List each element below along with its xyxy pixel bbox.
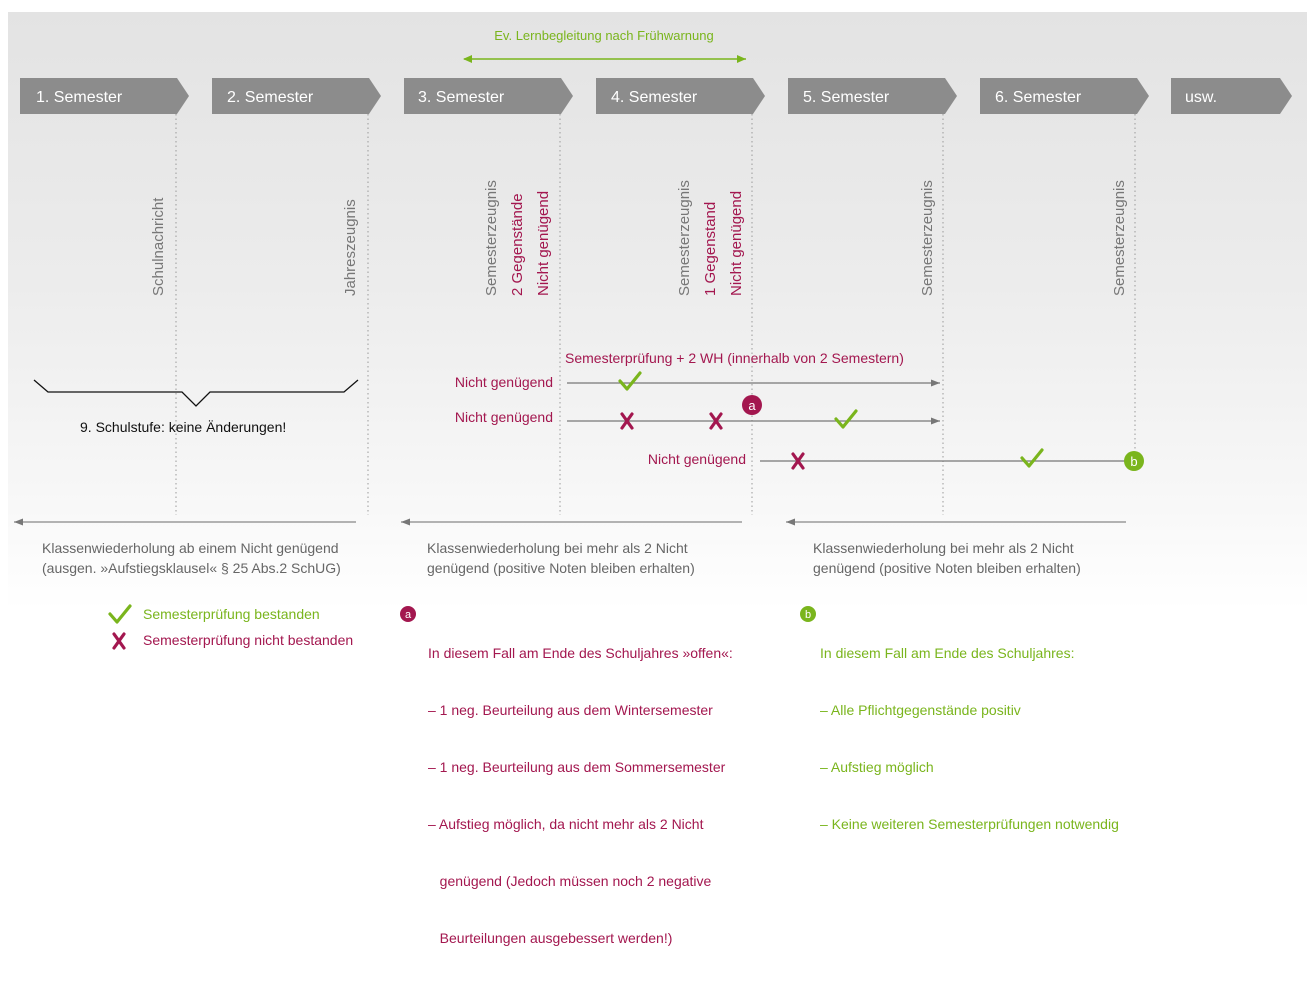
note-a-item: – 1 neg. Beurteilung aus dem Sommersemes… xyxy=(428,759,726,775)
semester-box-4: 4. Semester xyxy=(596,78,765,114)
semester-box-1: 1. Semester xyxy=(20,78,189,114)
cross-icon xyxy=(791,452,805,470)
semester-box-3: 3. Semester xyxy=(404,78,573,114)
semester-divider-lines xyxy=(175,114,1136,515)
legend-nicht-bestanden: Semesterprüfung nicht bestanden xyxy=(143,632,354,648)
note-b-item: – Alle Pflichtgegenstände positiv xyxy=(820,702,1021,718)
marker-b: b xyxy=(1124,451,1144,471)
semester-label: 2. Semester xyxy=(227,89,314,106)
semester-label: 1. Semester xyxy=(36,89,123,106)
sem5-zeugnis-label: Semesterzeugnis xyxy=(919,180,936,296)
schulnachricht-label: Schulnachricht xyxy=(150,197,167,296)
note-a-title: In diesem Fall am Ende des Schuljahres »… xyxy=(428,645,733,661)
kw-left-line2: (ausgen. »Aufstiegsklausel« § 25 Abs.2 S… xyxy=(42,560,341,576)
diagram-canvas: Ev. Lernbegleitung nach Frühwarnung 1. S… xyxy=(14,28,1292,650)
note-a-marker: a xyxy=(400,606,416,622)
sem4-gegenstand-label: 1 Gegenstand xyxy=(702,202,719,296)
sem3-gegenstaende-label: 2 Gegenstände xyxy=(509,193,526,296)
note-b-item: – Keine weiteren Semesterprüfungen notwe… xyxy=(820,816,1119,832)
kw-right-line2: genügend (positive Noten bleiben erhalte… xyxy=(813,560,1081,576)
semester-label: 6. Semester xyxy=(995,89,1082,106)
semester-box-5: 5. Semester xyxy=(788,78,957,114)
semester-box-usw: usw. xyxy=(1171,78,1292,114)
marker-a-letter: a xyxy=(748,398,756,413)
kw-left-text: Klassenwiederholung ab einem Nicht genüg… xyxy=(42,538,341,578)
cross-icon xyxy=(620,412,634,430)
semester-box-2: 2. Semester xyxy=(212,78,381,114)
kw-mid-line2: genügend (positive Noten bleiben erhalte… xyxy=(427,560,695,576)
marker-b-letter: b xyxy=(1130,454,1137,469)
semester-box-6: 6. Semester xyxy=(980,78,1149,114)
note-b-marker-letter: b xyxy=(805,609,811,621)
semester-label: 4. Semester xyxy=(611,89,698,106)
legend-cross-icon xyxy=(112,632,126,650)
note-a-marker-letter: a xyxy=(405,609,412,621)
check-icon xyxy=(618,371,642,391)
kw-right-text: Klassenwiederholung bei mehr als 2 Nicht… xyxy=(813,538,1081,578)
sem3-nicht-genuegend-label: Nicht genügend xyxy=(535,191,552,296)
sem4-zeugnis-label: Semesterzeugnis xyxy=(676,180,693,296)
kw-mid-line1: Klassenwiederholung bei mehr als 2 Nicht xyxy=(427,540,688,556)
note-b: In diesem Fall am Ende des Schuljahres: … xyxy=(820,606,1119,872)
note-a: In diesem Fall am Ende des Schuljahres »… xyxy=(428,606,733,986)
sem6-zeugnis-label: Semesterzeugnis xyxy=(1111,180,1128,296)
legend-bestanden: Semesterprüfung bestanden xyxy=(143,606,320,622)
note-a-item: Beurteilungen ausgebessert werden!) xyxy=(428,930,673,946)
cross-icon xyxy=(709,412,723,430)
note-b-item: – Aufstieg möglich xyxy=(820,759,934,775)
schulstufe-note: 9. Schulstufe: keine Änderungen! xyxy=(80,419,287,435)
semester-label: 3. Semester xyxy=(418,89,505,106)
semester-label: usw. xyxy=(1185,89,1217,106)
sem3-zeugnis-label: Semesterzeugnis xyxy=(483,180,500,296)
note-a-item: – 1 neg. Beurteilung aus dem Wintersemes… xyxy=(428,702,713,718)
row2-label: Nicht genügend xyxy=(455,409,553,425)
schulstufe-bracket xyxy=(33,379,359,407)
kw-left-line1: Klassenwiederholung ab einem Nicht genüg… xyxy=(42,540,339,556)
semester-label: 5. Semester xyxy=(803,89,890,106)
sem4-nicht-genuegend-label: Nicht genügend xyxy=(728,191,745,296)
row3-label: Nicht genügend xyxy=(648,451,746,467)
kw-mid-text: Klassenwiederholung bei mehr als 2 Nicht… xyxy=(427,538,695,578)
legend-check-icon xyxy=(108,604,132,624)
row1-label: Nicht genügend xyxy=(455,374,553,390)
flow-diagram: Ev. Lernbegleitung nach Frühwarnung 1. S… xyxy=(8,12,1307,946)
marker-a: a xyxy=(742,395,762,415)
jahreszeugnis-label: Jahreszeugnis xyxy=(342,199,359,296)
note-b-title: In diesem Fall am Ende des Schuljahres: xyxy=(820,645,1075,661)
note-b-marker: b xyxy=(800,606,816,622)
check-icon xyxy=(834,409,858,429)
check-icon xyxy=(1020,448,1044,468)
note-a-item: genügend (Jedoch müssen noch 2 negative xyxy=(428,873,712,889)
note-a-item: – Aufstieg möglich, da nicht mehr als 2 … xyxy=(428,816,704,832)
kw-right-line1: Klassenwiederholung bei mehr als 2 Nicht xyxy=(813,540,1074,556)
pruefung-title: Semesterprüfung + 2 WH (innerhalb von 2 … xyxy=(565,350,904,366)
lernbegleitung-label: Ev. Lernbegleitung nach Frühwarnung xyxy=(494,28,713,43)
